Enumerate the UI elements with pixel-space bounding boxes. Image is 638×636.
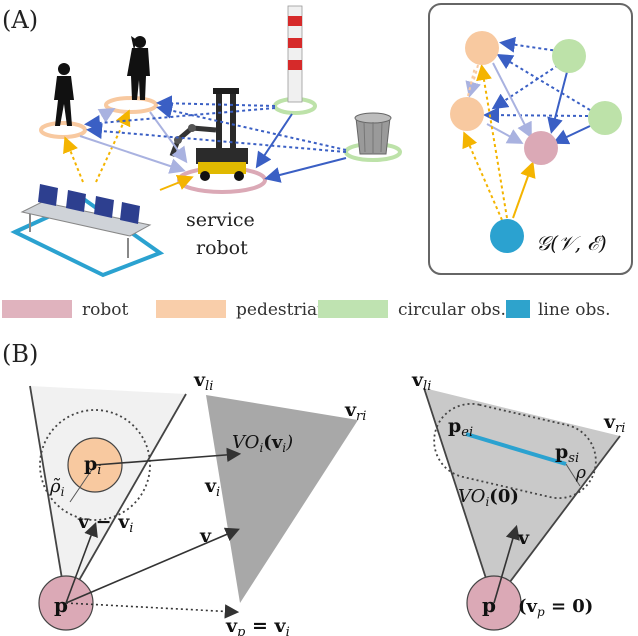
panel-a-tag: (A): [2, 6, 38, 34]
label-v-li-right: vli: [411, 369, 431, 394]
legend-label-line: line obs.: [538, 300, 611, 320]
label-vp-left: vp = vi: [225, 615, 290, 636]
label-p-ei: pei: [448, 415, 473, 440]
graph-label: 𝒢(𝒱, ℰ): [536, 231, 607, 255]
bench-icon: [20, 184, 152, 258]
legend-swatch-circular: [318, 300, 388, 318]
arrow-v-i: [94, 447, 242, 466]
graph-node-circular-2: [588, 101, 622, 135]
graph-box: [428, 3, 633, 275]
label-p-i: pi: [84, 453, 101, 478]
label-p-left: p: [54, 593, 68, 617]
legend-label-robot: robot: [82, 300, 128, 320]
pole-icon: [287, 5, 303, 103]
graph-nodes: [450, 31, 622, 253]
inflated-line-capsule: [433, 402, 597, 500]
line-obstacle-segment: [465, 432, 567, 466]
label-v-minus-vi: v − vi: [77, 511, 133, 536]
robot-label-line2: robot: [196, 237, 248, 259]
legend-swatch-pedestrian: [156, 300, 226, 318]
pedestrian-2-icon: [127, 36, 150, 100]
arrow-v-right: [493, 524, 520, 604]
rho-radius: [69, 464, 96, 503]
legend-swatch-robot: [2, 300, 72, 318]
pedestrian-ring-1: [39, 121, 87, 139]
robot-label-line1: service: [186, 209, 255, 231]
label-rho-right: ρ: [575, 463, 586, 483]
label-v-i: vi: [204, 475, 220, 500]
label-v-right: v: [517, 527, 530, 549]
label-p-right: p: [482, 593, 496, 617]
label-v-left: v: [199, 525, 212, 547]
panel-b-tag: (B): [2, 340, 38, 368]
label-v-ri-left: vri: [344, 399, 366, 424]
legend: robot pedestrian circular obs. line obs.: [2, 300, 611, 320]
graph-node-pedestrian-2: [450, 97, 484, 131]
graph-edges: [462, 36, 591, 221]
vo-region-line: [424, 388, 620, 603]
label-vo-left: VOi(vi): [232, 432, 293, 455]
scene-edges: [63, 95, 347, 191]
label-vo-right: VOi(0): [458, 486, 519, 509]
collision-cone: [30, 386, 186, 603]
pedestrian-1-icon: [54, 63, 74, 126]
trash-can-icon: [354, 112, 392, 155]
graph-node-circular-1: [552, 39, 586, 73]
rho-radius-right: [565, 463, 581, 487]
vo-region: [206, 395, 358, 603]
legend-swatch-line: [506, 300, 530, 318]
service-robot-icon: [169, 88, 248, 181]
arrow-v: [65, 527, 240, 604]
label-v-ri-right: vri: [603, 411, 625, 436]
graph-node-robot: [524, 131, 558, 165]
graph-node-pedestrian-1: [465, 31, 499, 65]
legend-label-pedestrian: pedestrian: [236, 300, 328, 320]
pedestrian-ring-2: [104, 96, 158, 114]
label-v-li-left: vli: [193, 369, 213, 394]
legend-label-circular: circular obs.: [398, 300, 506, 320]
inflated-radius-circle: [39, 409, 151, 521]
arrow-vp: [65, 602, 240, 619]
arrow-v-minus-vi: [65, 522, 98, 604]
label-rho-tilde: ρ̃i: [49, 476, 65, 499]
graph-node-line: [490, 219, 524, 253]
label-vp-right: (vp = 0): [518, 596, 593, 619]
label-p-si: psi: [555, 441, 579, 466]
